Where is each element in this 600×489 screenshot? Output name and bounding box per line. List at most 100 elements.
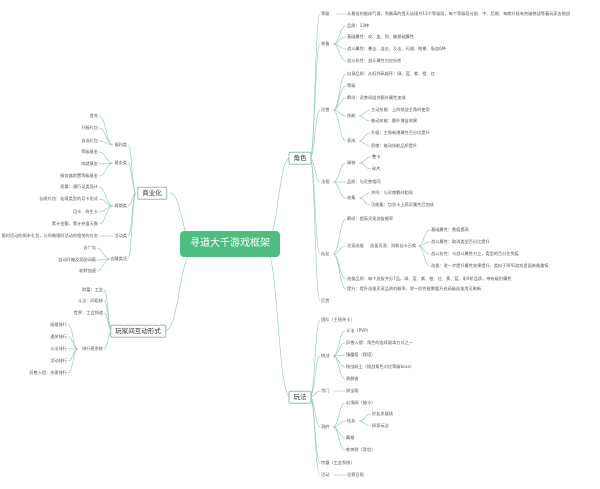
connector-line [358, 162, 372, 170]
train-item: 选拔：进一步提升属性效果提升，类似于RPG游戏里面装备重铸 [431, 262, 549, 268]
companion-bond: 羁绊：提高灵宠选拔概率 [347, 215, 394, 221]
role-equipment: 装备 [321, 40, 330, 46]
connector-line [332, 342, 346, 357]
skill-item: 主动技能：上阵前战主角时使用 [371, 106, 430, 112]
connector-line [164, 249, 195, 332]
connector-line [98, 127, 114, 146]
play-main: 团队（主线关卡） [321, 316, 355, 322]
connector-line [332, 253, 347, 290]
connector-line [358, 197, 371, 206]
play-guild: 宗门 [321, 387, 330, 393]
role-magic: 法相 [321, 178, 330, 184]
companion-tip: 提升：提升选拔灵宠品质的概率，除一阶性能需要开启高级选拔用可刷新 [347, 285, 482, 291]
connector-line [98, 115, 114, 146]
talent-item: 羁绊：灵兽间组合额外属性加成 [347, 94, 406, 100]
guild-item: 探宝殿 [346, 387, 359, 393]
challenge-item: 鸦鹊香 [346, 375, 359, 381]
magic-collect: 收集 [347, 194, 356, 200]
connector-line [309, 390, 321, 398]
skill-item: 被动技能：额外增益效果 [371, 117, 418, 123]
connector-line [309, 355, 321, 398]
equipment-item: 战斗抗性：战斗属性对应抗性 [347, 57, 402, 63]
town-sub-item: 好友发展线 [372, 410, 393, 416]
connector-line [309, 109, 321, 159]
rank-item: 斗法排行 [50, 345, 67, 351]
cycle-item: 仙境礼包：仙境类型的月卡形式 [39, 195, 98, 201]
collect-item: 共鸣：与灵兽羁绊相同 [371, 189, 413, 195]
connector-line [98, 140, 114, 146]
rank-item: 通关排行 [50, 333, 67, 339]
connector-line [265, 249, 291, 398]
connector-line [67, 348, 79, 374]
connector-line [417, 245, 431, 267]
connector-line [332, 162, 347, 183]
connector-line [67, 348, 79, 362]
connector-line [332, 426, 346, 439]
connector-line [98, 151, 114, 164]
commerce-fund: 基金类 [114, 159, 127, 165]
connector-line [332, 426, 346, 451]
train-desc: 选拔灵宠：消耗仙卡召唤 [370, 242, 417, 248]
town-sub-item: 探索玩法 [372, 422, 389, 428]
cloth-item: 碎片 [372, 165, 381, 171]
cloth-item: 整卡 [372, 153, 381, 159]
connector-line [309, 396, 321, 428]
connector-line [98, 198, 114, 207]
connector-line [127, 162, 137, 194]
cultivate-item: 升级：主角新增属性百分比提升 [371, 129, 430, 135]
connector-line [332, 43, 347, 62]
magic-quality: 品质：与灵兽相同 [347, 178, 381, 184]
trade-item: 斗法：同组线 [77, 297, 103, 303]
connector-line [127, 144, 137, 194]
connector-line [332, 109, 347, 142]
connector-line [332, 85, 347, 111]
connector-line [96, 258, 111, 261]
connector-line [332, 181, 347, 199]
play-challenge: 挑战 [321, 352, 330, 358]
connector-line [309, 396, 321, 476]
ad-item: 自动开箱及奖励动画 [58, 256, 96, 262]
connector-line [332, 36, 347, 45]
role-talent: 灵兽 [321, 106, 330, 112]
town-item: 幻境阁（抽卡） [346, 399, 376, 405]
connector-line [98, 162, 114, 177]
connector-line [332, 355, 346, 368]
activity-item: 总赛日报 [347, 471, 364, 477]
equipment-item: 战斗属性：暴击、连击、反击、闪避、眩晕、吸血6种 [347, 45, 446, 51]
connector-line [98, 205, 114, 213]
cycle-item: 招募：通行证类设计 [60, 183, 98, 189]
commerce-gift: 福利类 [114, 141, 127, 147]
connector-line [417, 245, 431, 255]
commerce-event: 活动类 [114, 232, 127, 238]
connector-line [309, 43, 321, 159]
talent-item: 自身品质：从低到高顺序：绿、蓝、紫、橙、红 [347, 70, 435, 76]
town-extra: 乾坤袋（背包） [346, 446, 376, 452]
connector-line [332, 43, 347, 50]
challenge-item: 斗法（PVP） [346, 327, 371, 333]
connector-line [358, 115, 371, 122]
connector-line [332, 420, 347, 428]
connector-line [96, 258, 111, 272]
connector-line [358, 192, 371, 199]
role-realm: 等级 [321, 10, 330, 16]
connector-line [127, 192, 137, 237]
social-rank: 排行榜系统 [82, 345, 103, 351]
connector-line [67, 336, 79, 350]
connector-line [332, 97, 347, 111]
challenge-item: 挑战妖王（挑战角色对应等级boss） [346, 363, 415, 369]
role-other: 后宫 [321, 297, 330, 303]
connector-line [358, 109, 371, 117]
commerce-cycle: 周期类 [114, 202, 127, 208]
connector-line [332, 25, 347, 45]
connector-line [98, 186, 114, 207]
challenge-item: 镇魔塔（爬塔） [346, 351, 376, 357]
play-town: 洞府 [321, 423, 330, 429]
rank-item: 活动排行 [50, 357, 67, 363]
train-item: 基础属性：数值提高 [431, 226, 469, 232]
gift-item: 自选礼包 [81, 137, 98, 143]
fund-item: 服务器前置等级基金 [60, 172, 98, 178]
connector-line [127, 192, 137, 207]
connector-line [309, 157, 321, 183]
connector-line [67, 324, 79, 350]
role-realm-desc: 从最低的锻体气境，到最高的登天仙境共13个等级段，每个等级段分前、中、后期，每期… [347, 10, 571, 16]
